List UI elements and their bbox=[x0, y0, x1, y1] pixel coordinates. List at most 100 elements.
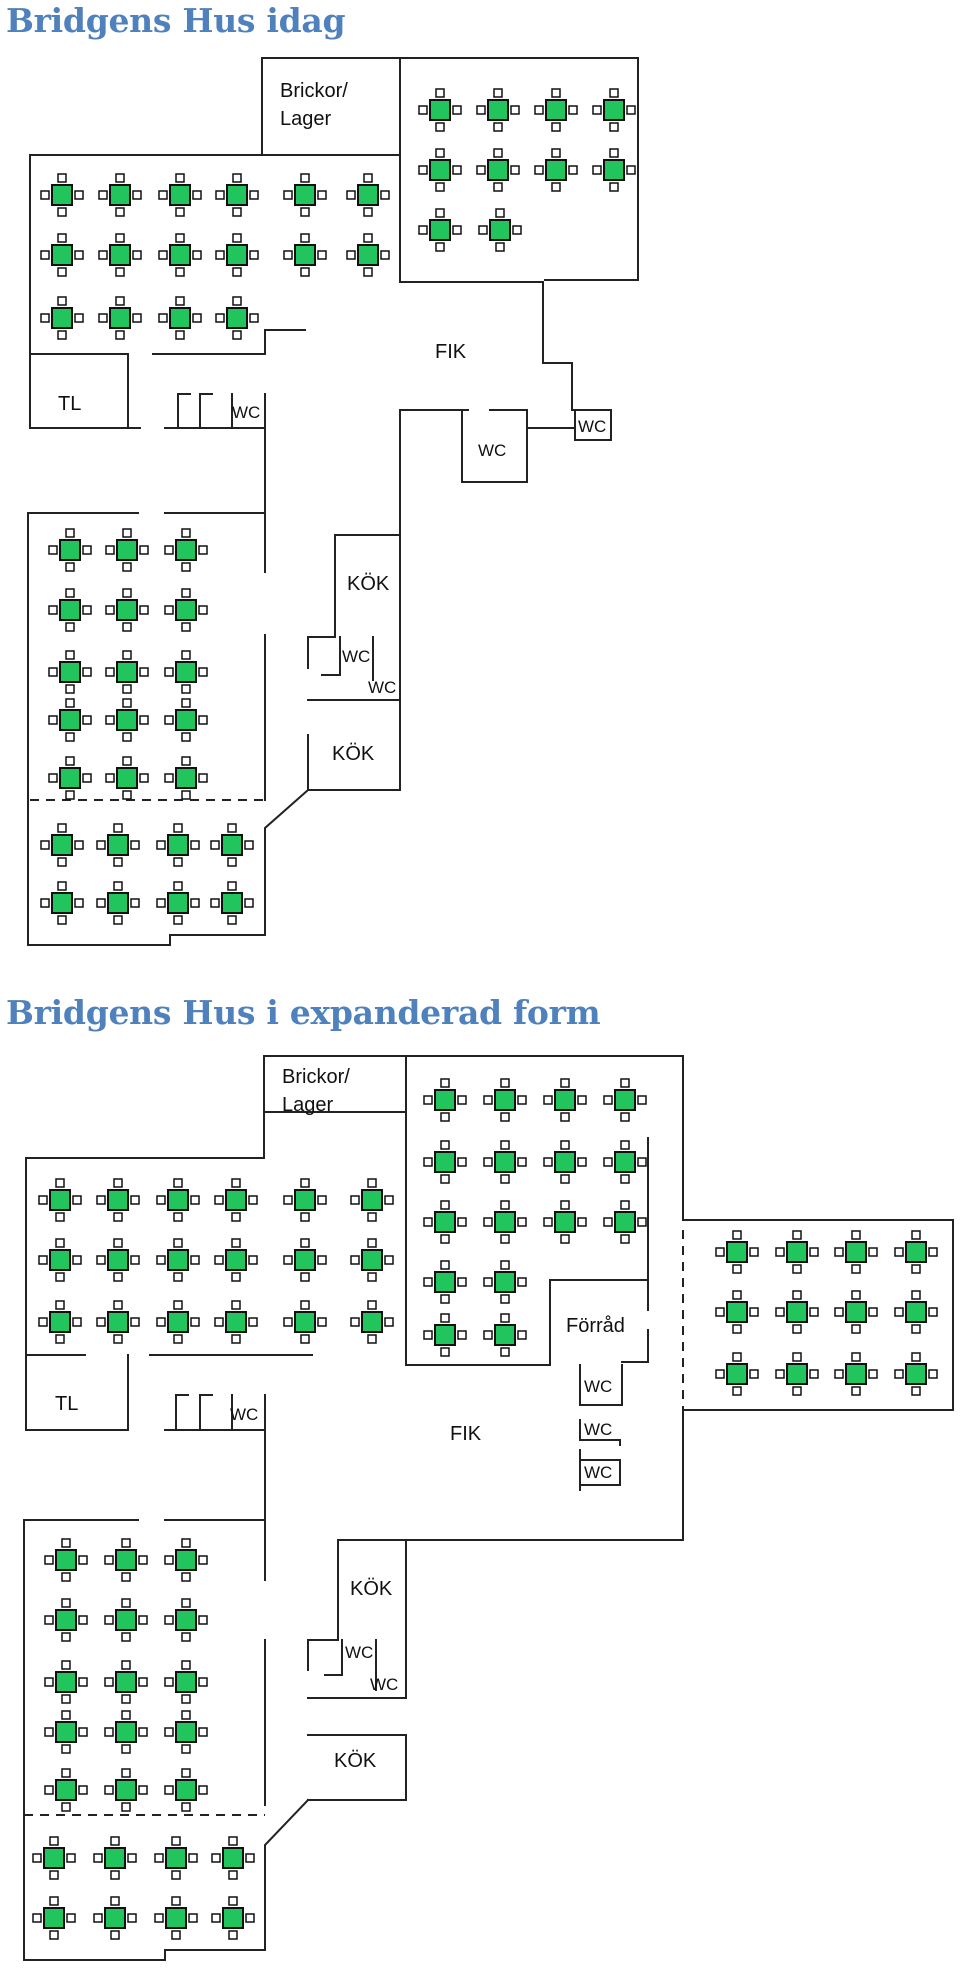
chair bbox=[98, 313, 108, 323]
table-with-chairs bbox=[93, 1896, 137, 1940]
chair bbox=[227, 915, 237, 925]
chair bbox=[510, 105, 520, 115]
room-labels: Brickor/ Lager TL FIK WC WC WC WC WC KÖK… bbox=[58, 80, 606, 765]
table-with-chairs bbox=[543, 1140, 587, 1184]
chair bbox=[483, 1095, 493, 1105]
chair bbox=[49, 1896, 59, 1906]
room-labels: Brickor/ Lager TL FIK Förråd WC WC WC WC… bbox=[55, 1066, 625, 1772]
table-with-chairs bbox=[156, 1238, 200, 1282]
chair bbox=[74, 313, 84, 323]
chair bbox=[384, 1255, 394, 1265]
chair bbox=[181, 1598, 191, 1608]
table-with-chairs bbox=[104, 1768, 148, 1812]
chair bbox=[198, 1677, 208, 1687]
chair bbox=[317, 1195, 327, 1205]
table-with-chairs bbox=[32, 1896, 76, 1940]
chair bbox=[440, 1234, 450, 1244]
chair bbox=[495, 242, 505, 252]
table-with-chairs bbox=[283, 1300, 327, 1344]
chair bbox=[283, 250, 293, 260]
table bbox=[554, 1151, 576, 1173]
chair bbox=[78, 1677, 88, 1687]
table-with-chairs bbox=[156, 823, 200, 867]
table-with-chairs bbox=[215, 173, 259, 217]
chair bbox=[493, 182, 503, 192]
table bbox=[109, 307, 131, 329]
chair bbox=[440, 1294, 450, 1304]
chair bbox=[113, 1300, 123, 1310]
table bbox=[169, 244, 191, 266]
chair bbox=[122, 588, 132, 598]
table bbox=[786, 1363, 808, 1385]
chair bbox=[122, 650, 132, 660]
chair bbox=[122, 790, 132, 800]
expanded-plan-heading: Bridgens Hus i expanderad form bbox=[6, 993, 601, 1032]
chair bbox=[164, 667, 174, 677]
chair bbox=[175, 296, 185, 306]
table-with-chairs bbox=[715, 1230, 759, 1274]
chair bbox=[894, 1247, 904, 1257]
table bbox=[494, 1324, 516, 1346]
chair bbox=[603, 1157, 613, 1167]
chair bbox=[493, 122, 503, 132]
chair bbox=[283, 1317, 293, 1327]
table-with-chairs bbox=[164, 698, 208, 742]
chair bbox=[232, 330, 242, 340]
chair bbox=[98, 190, 108, 200]
chair bbox=[164, 1785, 174, 1795]
table-with-chairs bbox=[164, 588, 208, 632]
table bbox=[294, 1189, 316, 1211]
chair bbox=[551, 182, 561, 192]
chair bbox=[227, 881, 237, 891]
table bbox=[429, 99, 451, 121]
chair bbox=[732, 1230, 742, 1240]
chair bbox=[181, 756, 191, 766]
table-with-chairs bbox=[894, 1290, 938, 1334]
chair bbox=[834, 1307, 844, 1317]
table-with-chairs bbox=[346, 173, 390, 217]
chair bbox=[603, 1095, 613, 1105]
table-with-chairs bbox=[894, 1352, 938, 1396]
chair bbox=[211, 1853, 221, 1863]
chair bbox=[105, 605, 115, 615]
table-with-chairs bbox=[775, 1290, 819, 1334]
table bbox=[59, 709, 81, 731]
table bbox=[167, 1249, 189, 1271]
chair bbox=[637, 1217, 647, 1227]
chair bbox=[452, 165, 462, 175]
chair bbox=[418, 165, 428, 175]
room-label-wc-4: WC bbox=[584, 1463, 612, 1482]
table bbox=[43, 1847, 65, 1869]
chair bbox=[435, 208, 445, 218]
chair bbox=[440, 1112, 450, 1122]
chair bbox=[363, 233, 373, 243]
table-with-chairs bbox=[44, 1660, 88, 1704]
table bbox=[494, 1151, 516, 1173]
chair bbox=[105, 545, 115, 555]
chair bbox=[175, 207, 185, 217]
chair bbox=[110, 1870, 120, 1880]
table bbox=[357, 244, 379, 266]
table-with-chairs bbox=[96, 1300, 140, 1344]
table-with-chairs bbox=[214, 1300, 258, 1344]
chair bbox=[113, 1272, 123, 1282]
table bbox=[59, 661, 81, 683]
chair bbox=[171, 1896, 181, 1906]
chair bbox=[40, 190, 50, 200]
chair bbox=[38, 1195, 48, 1205]
chair bbox=[231, 1212, 241, 1222]
table bbox=[434, 1089, 456, 1111]
chair bbox=[181, 1802, 191, 1812]
chair bbox=[367, 1300, 377, 1310]
chair bbox=[82, 605, 92, 615]
chair bbox=[792, 1352, 802, 1362]
table-with-chairs bbox=[105, 528, 149, 572]
table bbox=[361, 1311, 383, 1333]
chair bbox=[130, 1195, 140, 1205]
table bbox=[51, 892, 73, 914]
chair bbox=[115, 173, 125, 183]
chair bbox=[350, 1317, 360, 1327]
table-with-chairs bbox=[215, 296, 259, 340]
chair bbox=[138, 1785, 148, 1795]
chair bbox=[749, 1369, 759, 1379]
